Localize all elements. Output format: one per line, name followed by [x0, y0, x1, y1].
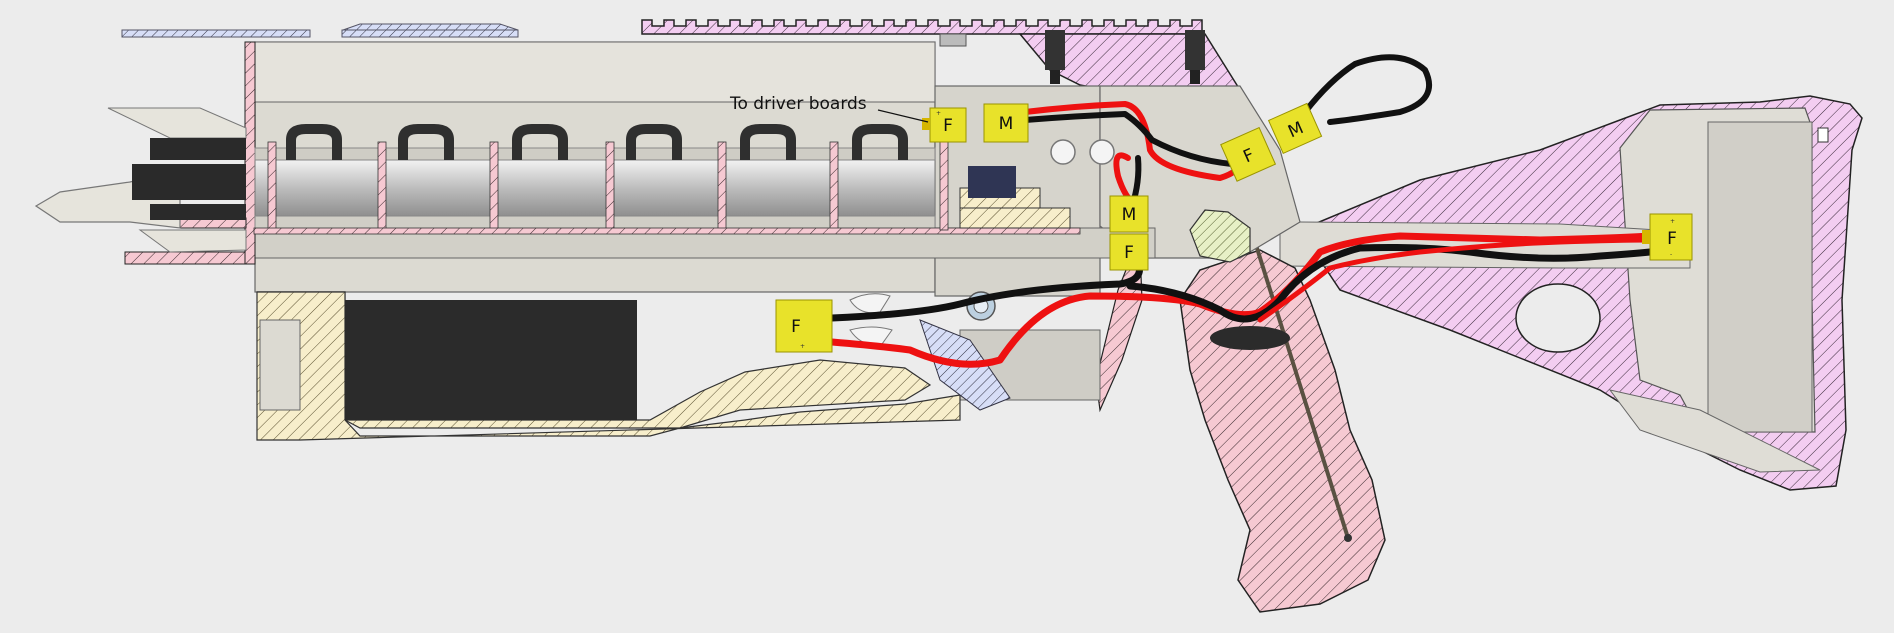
- connector-c7-pol-bot: +: [800, 343, 805, 350]
- safety-latch: [1189, 209, 1251, 263]
- connectors: F + M M F M F F +: [775, 102, 1693, 353]
- connector-c5: M: [1109, 195, 1149, 233]
- flywheels: [286, 124, 908, 160]
- connector-c6-label: F: [1124, 243, 1134, 263]
- connector-c2-label: M: [999, 114, 1014, 134]
- connector-c6: F: [1109, 233, 1149, 271]
- connector-c1: F +: [922, 107, 967, 143]
- lower-wire-black: [828, 258, 1143, 322]
- lower-wire-red: [828, 232, 1654, 368]
- top-strips: [121, 23, 519, 38]
- connector-c1-pol-top: +: [936, 110, 941, 117]
- connector-c2: M: [983, 103, 1029, 143]
- connector-c7-label: F: [791, 317, 801, 337]
- upper-wire-red: [1022, 101, 1248, 181]
- connector-c8: F + -: [1642, 213, 1693, 261]
- receiver-windows: [849, 166, 1016, 346]
- connector-c8-pol-top: +: [1670, 218, 1675, 225]
- stock-wire-black: [1126, 244, 1654, 323]
- cage-ribs: [253, 119, 1081, 235]
- stock-wire-red-2: [1257, 237, 1653, 323]
- connector-c3: M: [1267, 102, 1323, 155]
- connector-c5-label: M: [1122, 205, 1137, 225]
- stock: [1298, 95, 1863, 491]
- upper-wire-black: [1022, 111, 1235, 167]
- flywheel-barrel: [254, 147, 936, 231]
- connector-c1-label: F: [943, 116, 953, 136]
- connector-c8-label: F: [1667, 229, 1677, 249]
- driver-boards-callout: To driver boards: [729, 94, 929, 123]
- callout-label: To driver boards: [729, 94, 867, 114]
- connector-c8-pol-bot: -: [1670, 251, 1672, 258]
- connector-c4: F: [1220, 126, 1277, 182]
- muzzle-cone: [34, 107, 247, 253]
- loop-wire-black: [1302, 54, 1432, 125]
- picatinny-rail: [641, 19, 1203, 35]
- connector-c7: F +: [775, 299, 833, 353]
